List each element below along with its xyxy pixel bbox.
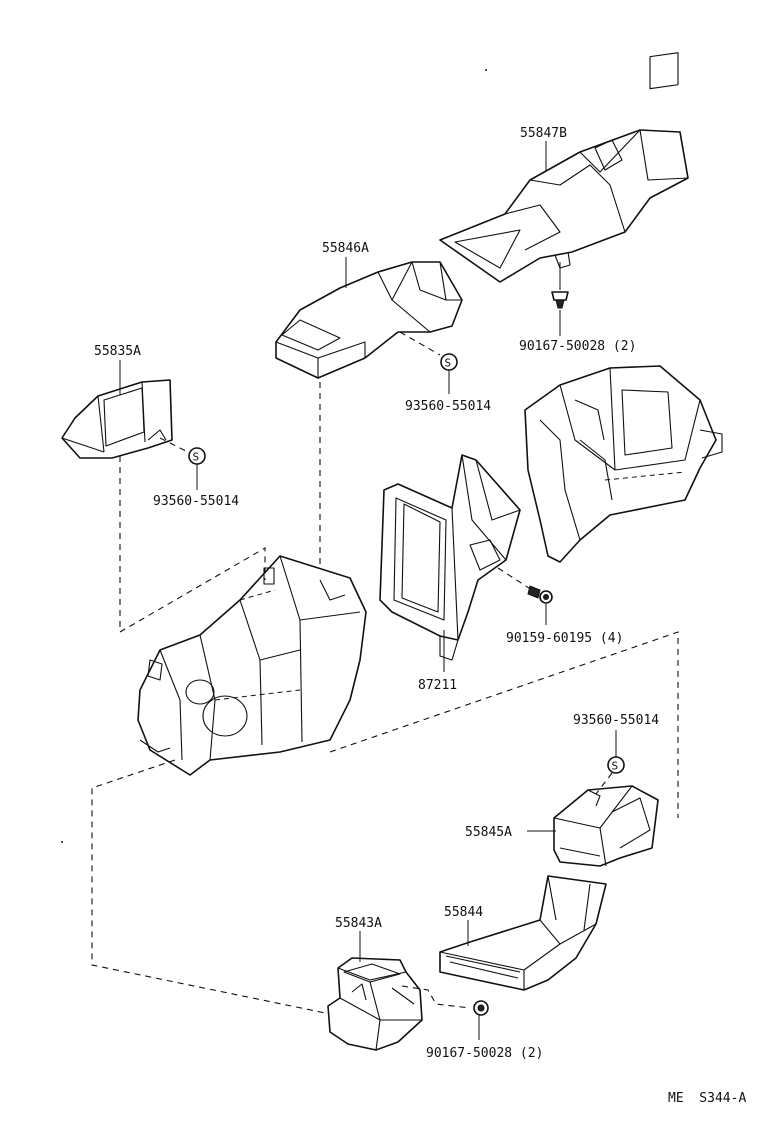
duct-55847b	[439, 52, 689, 283]
label-87211: 87211	[418, 678, 457, 693]
label-55835a: 55835A	[94, 344, 141, 359]
diagram-reference: ME S344-A	[668, 1091, 746, 1106]
heater-unit	[524, 365, 723, 563]
label-clip-upper: 93560-55014	[405, 399, 491, 414]
alignment-line	[91, 759, 336, 1016]
label-screw-filter: 90159-60195 (4)	[506, 631, 623, 646]
label-55844: 55844	[444, 905, 483, 920]
clip-symbol-upper: S	[445, 357, 452, 370]
leader-clip-side	[159, 437, 189, 453]
clip-symbol-side: S	[193, 451, 200, 464]
leader-screw-filter	[497, 567, 533, 591]
label-clip-side: 93560-55014	[153, 494, 239, 509]
screw-bottom	[473, 1000, 489, 1016]
duct-55835a	[61, 379, 173, 459]
alignment-line	[329, 631, 679, 818]
duct-55845a	[553, 785, 659, 867]
label-screw-bottom: 90167-50028 (2)	[426, 1046, 543, 1061]
leader-clip-upper	[399, 331, 441, 356]
speck	[485, 69, 487, 71]
label-55846a: 55846A	[322, 241, 369, 256]
label-55845a: 55845A	[465, 825, 512, 840]
label-55843a: 55843A	[335, 916, 382, 931]
screw-filter	[527, 585, 553, 604]
blower-unit	[137, 555, 367, 776]
speck	[61, 841, 63, 843]
filter-frame-87211	[379, 454, 521, 661]
duct-55843a	[327, 957, 423, 1051]
leader-clip-lower	[595, 772, 613, 795]
alignment-line	[119, 456, 266, 633]
duct-55846a	[275, 261, 463, 379]
label-screw-top: 90167-50028 (2)	[519, 339, 636, 354]
screw-top	[551, 262, 569, 309]
label-55847b: 55847B	[520, 126, 567, 141]
duct-55844	[439, 875, 607, 991]
leader-screw-bottom	[401, 985, 471, 1009]
clip-symbol-lower: S	[612, 760, 619, 773]
label-clip-lower: 93560-55014	[573, 713, 659, 728]
